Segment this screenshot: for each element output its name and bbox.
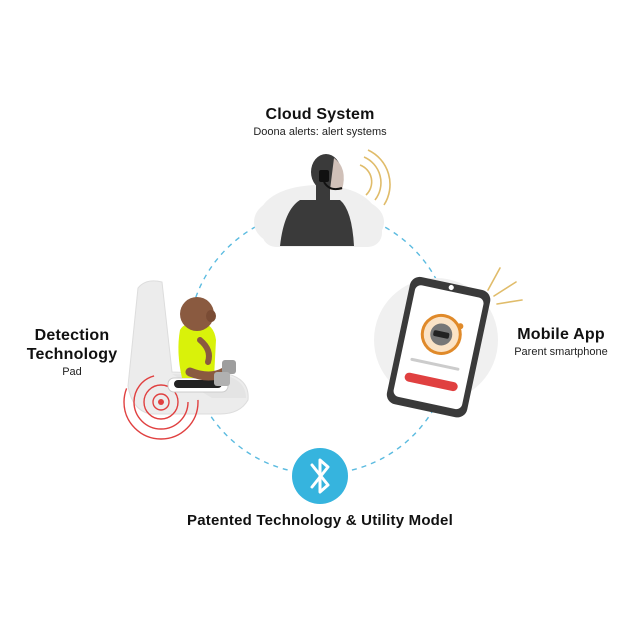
cloud-system-title: Cloud System <box>265 106 375 123</box>
cloud-system-subtitle: Doona alerts: alert systems <box>253 126 387 138</box>
baby-car-seat-icon <box>123 280 249 440</box>
footer-title: Patented Technology & Utility Model <box>187 512 453 529</box>
detection-technology-label: Detection Technology Pad <box>16 326 128 378</box>
cloud-system-label: Cloud System Doona alerts: alert systems <box>200 106 440 138</box>
bluetooth-icon <box>292 448 348 504</box>
detection-title-line2: Technology <box>26 346 118 363</box>
footer-label: Patented Technology & Utility Model <box>100 512 540 529</box>
mobile-app-title: Mobile App <box>517 326 605 343</box>
mobile-app-subtitle: Parent smartphone <box>514 346 608 358</box>
smartphone-icon <box>374 267 523 418</box>
mobile-app-label: Mobile App Parent smartphone <box>496 326 626 358</box>
cloud-operator-icon <box>254 149 391 247</box>
detection-title-line1: Detection <box>34 327 110 344</box>
detection-subtitle: Pad <box>62 366 82 378</box>
